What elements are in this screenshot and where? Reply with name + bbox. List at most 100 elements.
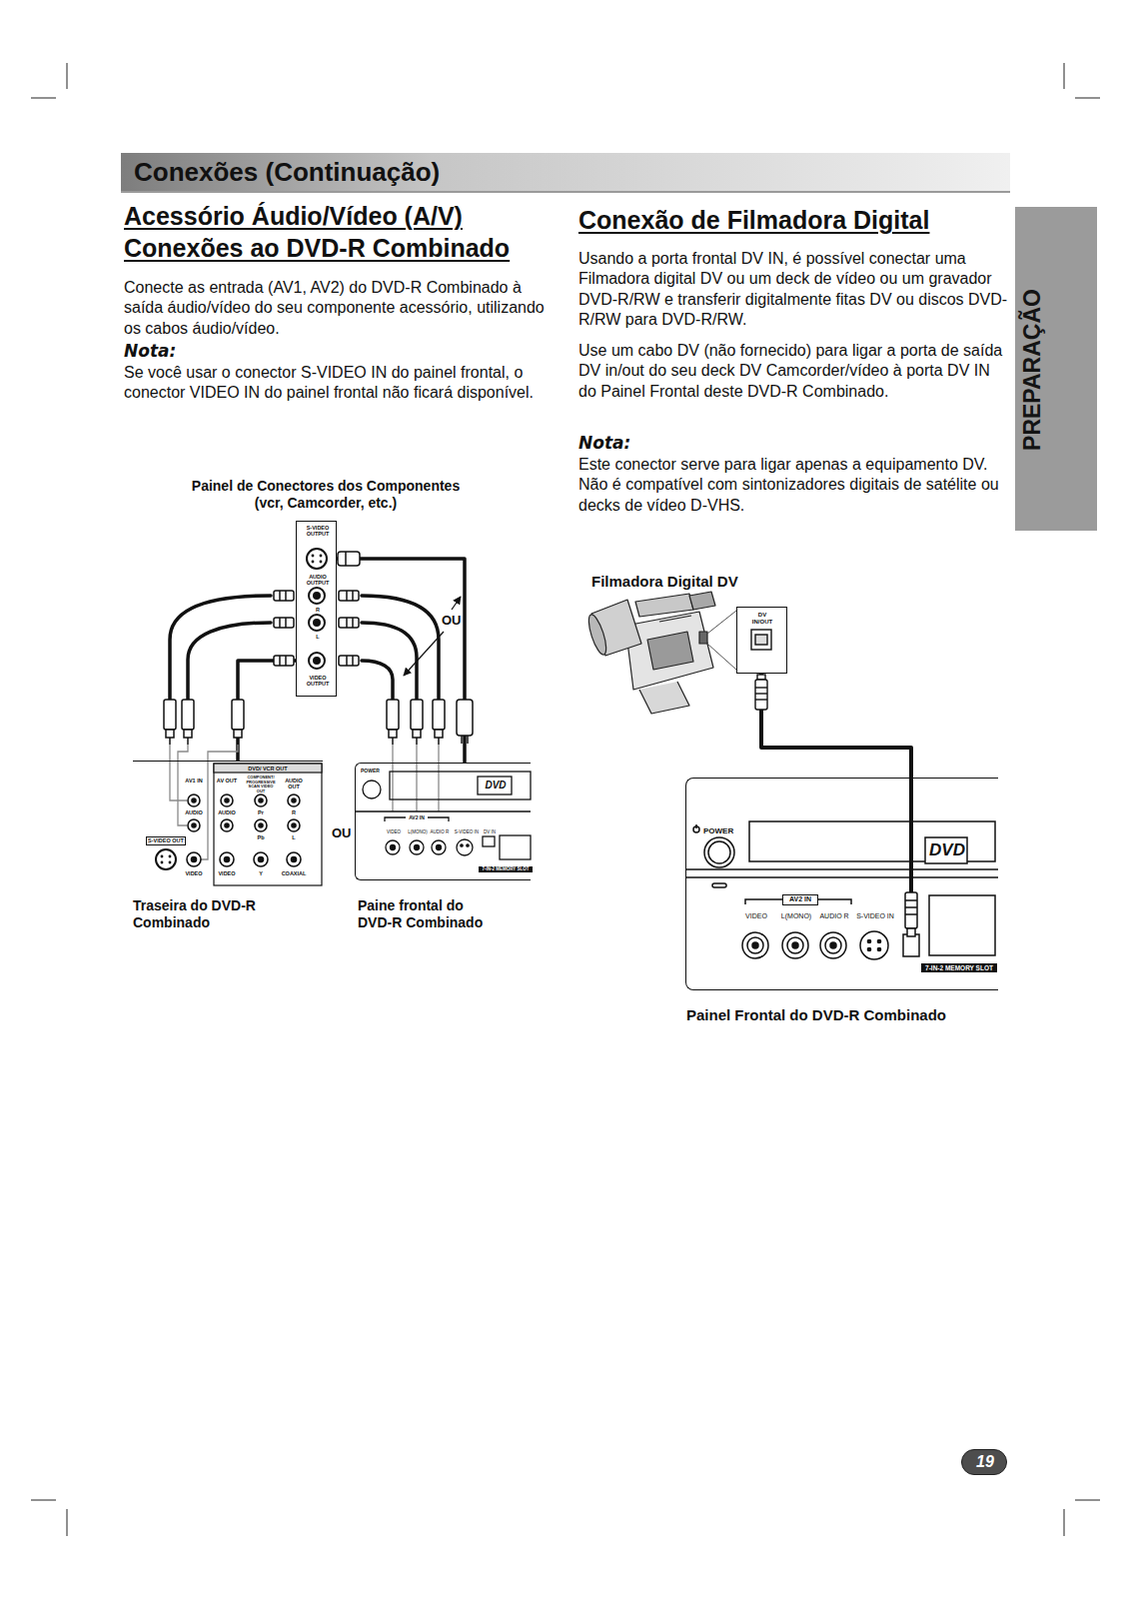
rca-plugs-vertical [181,699,194,730]
panel-label: S-VIDEO IN [853,912,898,922]
section-tab: PREPARAÇÃO [1015,206,1098,531]
panel-caption: Paine frontal do DVD-R Combinado [357,897,490,931]
rear-panel-jacks [291,823,296,828]
small-front-panel-drawing [362,780,381,799]
big-front-panel-drawing [877,947,881,951]
rear-panel-jacks [253,852,268,867]
panel-label: 7-IN-2 MEMORY SLOT [921,963,998,973]
rear-panel-jacks [187,794,200,807]
dv-port-drawing [755,686,768,688]
rca-plugs-horizontal [351,655,354,666]
rca-plugs-horizontal [278,655,281,666]
panel-label: AUDIO OUT [281,777,306,790]
big-front-panel-drawing [830,942,837,949]
rca-plugs-vertical [437,737,440,745]
rear-panel-jacks [287,794,300,807]
panel-label: L(MONO) [777,912,816,922]
rca-plugs-vertical [388,729,397,738]
rear-panel-jacks [286,852,301,867]
dv-port-drawing [755,698,768,700]
note-text: Se você usar o conector S-VIDEO IN do pa… [123,362,556,404]
guide-lines [437,744,439,812]
panel-label: VIDEO [180,870,207,877]
page-title: Conexões (Continuação) [133,155,440,189]
component-jacks [311,554,315,558]
rear-panel-jacks [220,794,233,807]
panel-caption: Painel Frontal do DVD-R Combinado [686,1006,1007,1025]
rear-panel-jacks [224,857,230,863]
tab-text: PREPARAÇÃO [1018,259,1047,480]
component-jacks [313,619,320,626]
big-front-panel-drawing [877,939,881,943]
rear-panel-jacks [219,852,234,867]
dv-port-drawing [755,634,768,645]
cable-group [237,558,912,778]
component-jacks [308,587,325,604]
camcorder-illustration [689,591,716,610]
big-front-panel-drawing [860,931,889,960]
panel-label: AV2 IN [782,894,819,906]
component-jacks [319,554,323,558]
camcorder-illustration [699,631,708,644]
cable-connector [237,660,296,761]
big-front-panel-drawing [742,932,769,959]
panel-label: COMPONENT/ PROGRESSIVE SCAN VIDEO OUT [243,775,278,794]
note-label: Nota: [578,432,631,454]
note-label: Nota: [123,340,176,362]
panel-label: R [311,606,324,613]
small-front-panel-drawing [354,810,531,812]
big-front-panel-drawing [905,899,918,902]
section-heading: Acessório Áudio/Vídeo (A/V) Conexões ao … [123,199,544,264]
rca-plugs-horizontal [273,590,294,601]
or-arrows [451,596,461,610]
big-front-panel-drawing [903,934,920,957]
panel-label: S-VIDEO IN [452,829,481,836]
rear-panel-jacks [254,794,267,807]
small-front-panel-drawing [431,840,446,855]
rca-plugs-vertical [456,699,473,736]
panel-label: DVD [479,779,512,792]
rca-plugs-vertical [410,699,423,730]
or-label: OU [440,612,463,628]
big-front-panel-drawing [712,883,727,888]
panel-label: AUDIO [180,809,207,816]
panel-caption: Traseira do DVD-R Combinado [132,897,265,931]
rca-plugs-vertical [163,699,473,745]
big-front-panel-drawing [905,892,918,929]
panel-label: AUDIO [213,809,240,816]
camcorder-illustration [647,631,694,670]
cable-connector [336,558,465,763]
rca-plugs-horizontal [337,551,360,566]
guide-lines [391,744,393,812]
av-cables [361,595,439,700]
rear-panel-drawing [213,763,322,886]
rear-panel-jacks [168,855,172,859]
av-cables [361,660,393,700]
rca-plugs-vertical [386,699,399,730]
small-front-panel-drawing [460,844,463,847]
rca-plugs-vertical [460,735,463,744]
panel-label: S-VIDEO OUTPUT [299,524,337,537]
title-band [120,152,1011,192]
rca-plugs-vertical [233,729,242,738]
rear-panel-jacks [160,861,164,865]
crop-marks [1064,62,1066,89]
body-text: Conecte as entrada (AV1, AV2) do DVD-R C… [123,277,556,339]
panel-label: VIDEO [213,870,240,877]
rca-plugs-horizontal [345,590,348,601]
big-front-panel-drawing [685,777,999,960]
big-front-panel-drawing [867,939,871,943]
guide-lines [415,744,417,812]
panel-label: VIDEO [736,912,777,922]
big-front-panel-drawing [820,932,847,959]
panel-label: AUDIO R [816,912,853,922]
component-jacks [319,560,323,564]
big-front-panel-drawing [792,942,799,949]
or-arrows [403,631,444,676]
camcorder-illustration [635,593,694,617]
rear-panel-jacks [287,819,300,832]
rca-plugs-vertical [165,729,174,738]
av-cables [169,595,271,700]
rca-plugs-horizontal [273,551,360,666]
